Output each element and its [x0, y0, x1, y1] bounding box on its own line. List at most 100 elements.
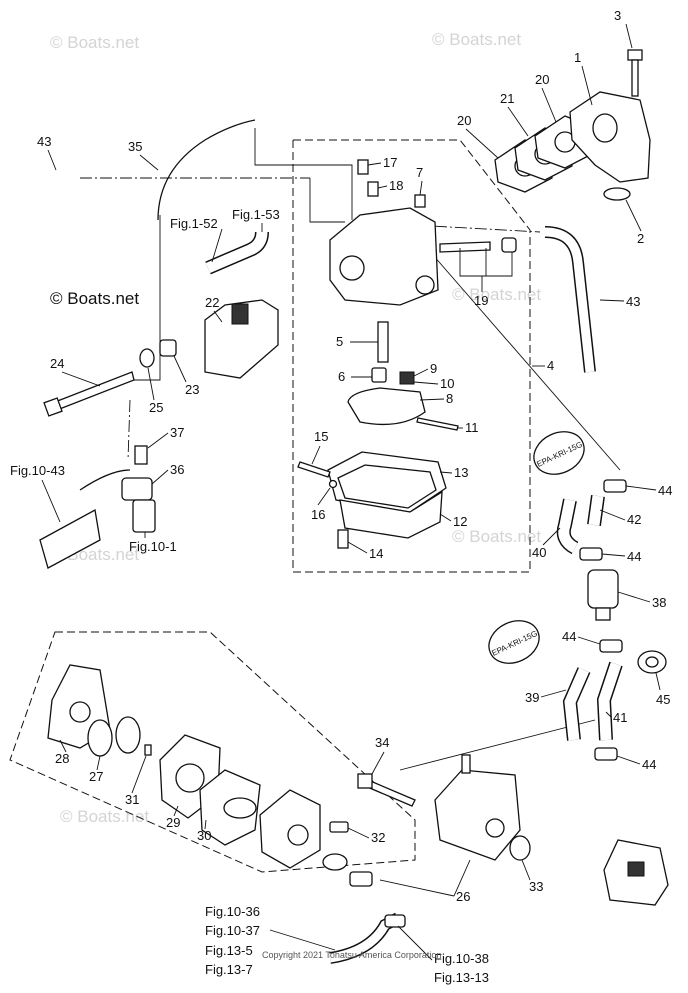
- assembly-boundaries: [9, 139, 531, 873]
- fuel-hose-39-inner: [564, 667, 590, 741]
- callout[interactable]: 39: [525, 690, 539, 705]
- callout[interactable]: 42: [627, 512, 641, 527]
- manifold-port: [592, 113, 618, 143]
- callout-leader: [542, 527, 561, 546]
- fig-ref[interactable]: Fig.10-36: [205, 904, 260, 919]
- callout[interactable]: 20: [535, 72, 549, 87]
- fig-ref[interactable]: Fig.13-7: [205, 962, 253, 977]
- callout[interactable]: 26: [456, 889, 470, 904]
- callout[interactable]: 17: [383, 155, 397, 170]
- clip-44-c: [599, 639, 623, 653]
- grommet-45-hole: [645, 656, 659, 668]
- callout[interactable]: 40: [532, 545, 546, 560]
- callout[interactable]: 28: [55, 751, 69, 766]
- callout-leader: [581, 65, 593, 106]
- callout[interactable]: 22: [205, 295, 219, 310]
- carburetor-port: [415, 275, 435, 295]
- callout[interactable]: 41: [613, 710, 627, 725]
- callout[interactable]: 32: [371, 830, 385, 845]
- callout[interactable]: 30: [197, 828, 211, 843]
- callout[interactable]: 13: [454, 465, 468, 480]
- silencer-clip: [231, 303, 249, 325]
- fig-ref[interactable]: Fig.10-38: [434, 951, 489, 966]
- copyright-notice: Copyright 2021 Tohatsu America Corporati…: [262, 950, 441, 960]
- screw-14: [337, 529, 349, 549]
- callout[interactable]: 43: [37, 134, 51, 149]
- float-pin-11: [416, 417, 459, 431]
- callout[interactable]: 44: [562, 629, 576, 644]
- callout[interactable]: 1: [574, 50, 581, 65]
- callout[interactable]: 44: [642, 757, 656, 772]
- callout-leader: [151, 469, 169, 485]
- callout[interactable]: 12: [453, 514, 467, 529]
- callout[interactable]: 14: [369, 546, 383, 561]
- callout[interactable]: 11: [465, 420, 479, 435]
- callout[interactable]: 10: [440, 376, 454, 391]
- callout-leader: [173, 805, 179, 817]
- callout[interactable]: 24: [50, 356, 64, 371]
- callout-leader: [625, 23, 633, 49]
- callout[interactable]: 36: [170, 462, 184, 477]
- callout[interactable]: 21: [500, 91, 514, 106]
- callout[interactable]: 38: [652, 595, 666, 610]
- bolt-24: [54, 371, 135, 411]
- callout[interactable]: 37: [170, 425, 184, 440]
- fuel-hose-41-inner: [598, 662, 622, 741]
- callout[interactable]: 35: [128, 139, 142, 154]
- callout[interactable]: 44: [627, 549, 641, 564]
- callout[interactable]: 9: [430, 361, 437, 376]
- fig-ref[interactable]: Fig.10-43: [10, 463, 65, 478]
- callout[interactable]: 33: [529, 879, 543, 894]
- callout[interactable]: 19: [474, 293, 488, 308]
- callout[interactable]: 25: [149, 400, 163, 415]
- callout[interactable]: 27: [89, 769, 103, 784]
- callout[interactable]: 8: [446, 391, 453, 406]
- callout[interactable]: 16: [311, 507, 325, 522]
- watermark: © Boats.net: [452, 527, 541, 546]
- callout[interactable]: 4: [547, 358, 554, 373]
- callout[interactable]: 7: [416, 165, 423, 180]
- callout-leader: [413, 381, 439, 385]
- callout[interactable]: 20: [457, 113, 471, 128]
- callout[interactable]: 31: [125, 792, 139, 807]
- hose-path-line: [309, 178, 345, 223]
- callout-leader: [413, 368, 429, 377]
- callout[interactable]: 44: [658, 483, 672, 498]
- callout[interactable]: 43: [626, 294, 640, 309]
- callout[interactable]: 6: [338, 369, 345, 384]
- callout[interactable]: 34: [375, 735, 389, 750]
- spring: [223, 797, 257, 819]
- cover-29-center: [175, 763, 205, 793]
- callout-leader: [347, 541, 368, 554]
- callout-leader: [507, 106, 529, 137]
- diaphragm-27: [87, 719, 113, 757]
- callout-leader: [439, 513, 452, 522]
- callout[interactable]: 29: [166, 815, 180, 830]
- fuel-filter-outlet: [595, 607, 611, 621]
- epa-tag-1-outline: [533, 431, 585, 475]
- throttle-cable-35: [157, 119, 256, 221]
- clamp-36: [121, 477, 153, 501]
- fig-ref[interactable]: Fig.13-13: [434, 970, 489, 985]
- callout[interactable]: 5: [336, 334, 343, 349]
- fig-ref[interactable]: Fig.13-5: [205, 943, 253, 958]
- callout-leader: [625, 485, 657, 491]
- callout-leader: [599, 299, 625, 302]
- fig-ref[interactable]: Fig.10-1: [129, 539, 177, 554]
- wire-path-line: [127, 399, 131, 461]
- fig-ref[interactable]: Fig.1-52: [170, 216, 218, 231]
- callout[interactable]: 3: [614, 8, 621, 23]
- fig-ref-leader: [211, 228, 223, 263]
- bolt-24-head: [43, 397, 63, 417]
- callout-leader: [577, 636, 601, 645]
- pilot-screw-19: [439, 241, 491, 253]
- float-bowl-gasket-13-inner: [337, 464, 437, 509]
- callout[interactable]: 15: [314, 429, 328, 444]
- callout[interactable]: 45: [656, 692, 670, 707]
- callout[interactable]: 23: [185, 382, 199, 397]
- callout[interactable]: 18: [389, 178, 403, 193]
- callout-leader: [601, 553, 626, 557]
- fig-ref[interactable]: Fig.1-53: [232, 207, 280, 222]
- callout[interactable]: 2: [637, 231, 644, 246]
- fig-ref[interactable]: Fig.10-37: [205, 923, 260, 938]
